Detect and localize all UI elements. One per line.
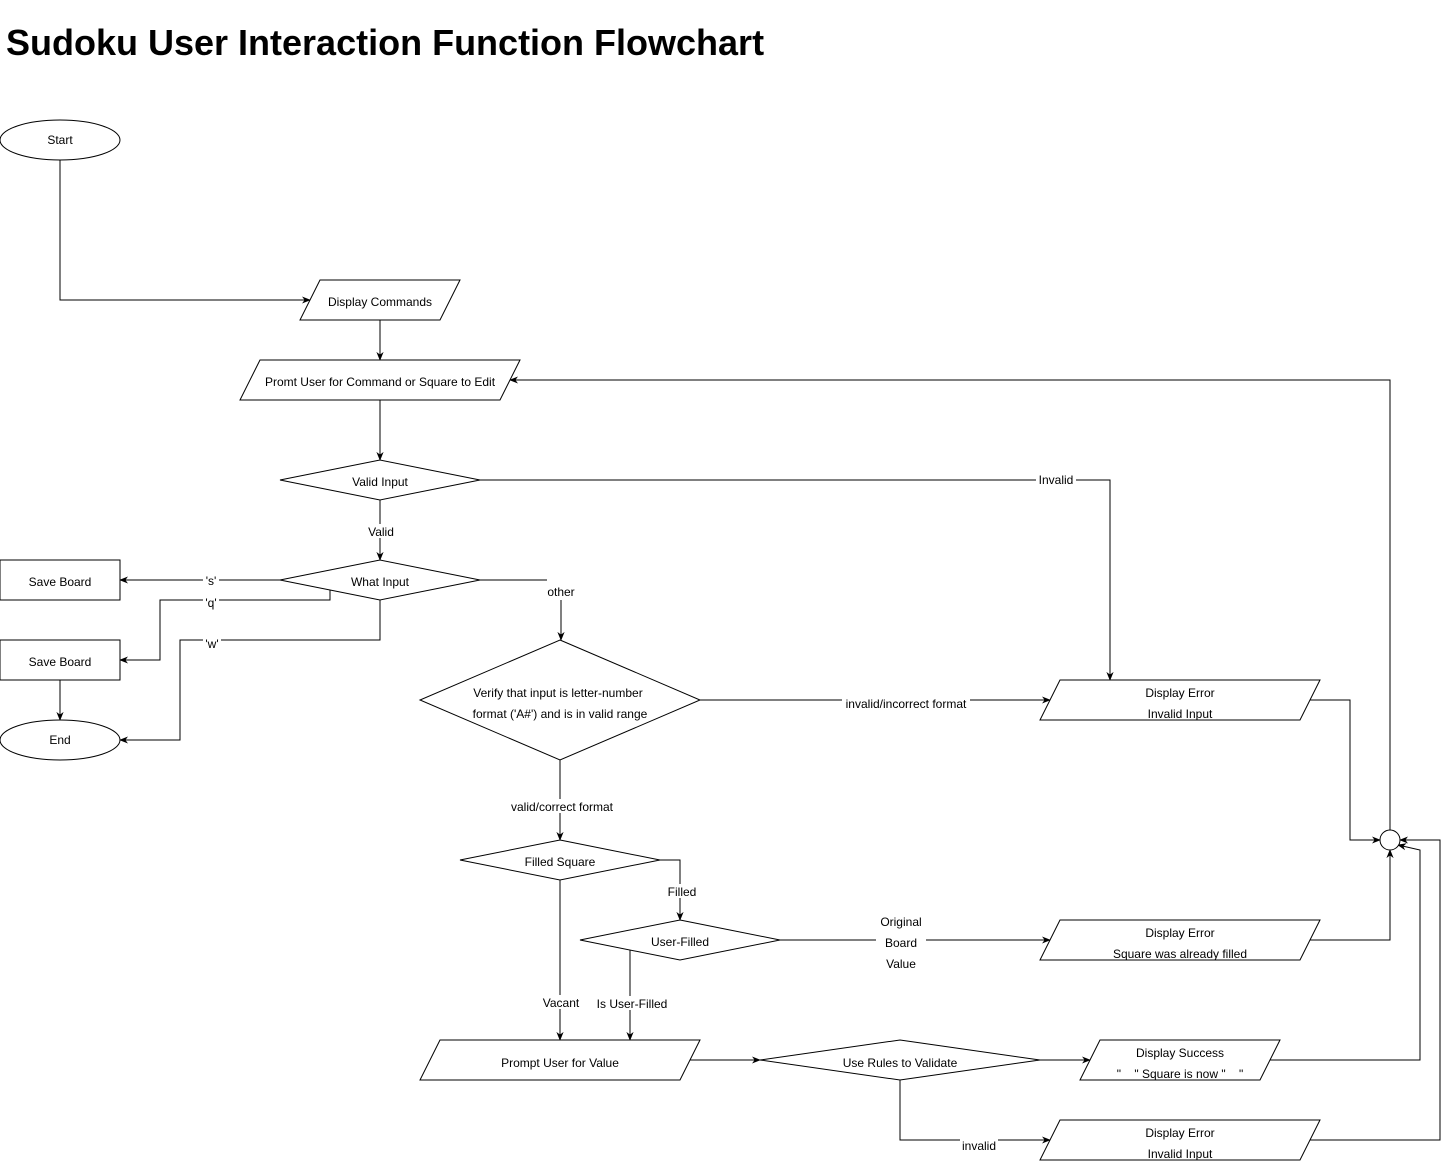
node-display-success[interactable]: Display Success "__" Square is now "__" (1079, 1039, 1281, 1081)
edge-label-other: other (547, 585, 574, 599)
node-end-label: End (49, 733, 70, 747)
node-prompt-value-label: Prompt User for Value (501, 1056, 619, 1070)
edge-error-invalid-2-to-junction (1310, 836, 1441, 1141)
node-use-rules-label: Use Rules to Validate (843, 1056, 958, 1070)
edges (56, 160, 1441, 1144)
edge-label-filled: Filled (668, 885, 697, 899)
node-error-invalid-input-1[interactable]: Display Error Invalid Input (1039, 679, 1321, 721)
node-start-label: Start (47, 133, 73, 147)
node-what-input[interactable]: What Input (279, 559, 481, 601)
edge-label-invalid-rules: invalid (962, 1139, 996, 1153)
node-user-filled[interactable]: User-Filled (579, 919, 781, 961)
node-end[interactable]: End (0, 719, 121, 761)
edge-label-original-3: Value (886, 957, 916, 971)
node-prompt-command-label: Promt User for Command or Square to Edit (265, 375, 496, 389)
node-start[interactable]: Start (0, 119, 121, 161)
node-use-rules[interactable]: Use Rules to Validate (759, 1039, 1041, 1081)
node-display-commands[interactable]: Display Commands (299, 279, 461, 321)
node-error-filled-label-1: Display Error (1145, 926, 1214, 940)
node-verify-label-2: format ('A#') and is in valid range (473, 707, 648, 721)
edge-junction-to-prompt (509, 376, 1391, 830)
edge-labels: Invalid Valid 's' 'q' 'w' other invalid/… (203, 473, 1076, 1153)
node-save-board-1-label: Save Board (29, 575, 92, 589)
node-save-board-2[interactable]: Save Board (0, 639, 121, 681)
node-prompt-command[interactable]: Promt User for Command or Square to Edit (239, 359, 521, 401)
node-junction[interactable] (1379, 829, 1401, 851)
node-save-board-1[interactable]: Save Board (0, 559, 121, 601)
edge-label-original-1: Original (880, 915, 921, 929)
edge-label-w: 'w' (205, 637, 218, 651)
page-title: Sudoku User Interaction Function Flowcha… (6, 22, 765, 63)
node-filled-square[interactable]: Filled Square (459, 839, 661, 881)
nodes: Start Display Commands Promt User for Co… (0, 119, 1401, 1161)
node-display-commands-label: Display Commands (328, 295, 432, 309)
edge-label-vacant: Vacant (543, 996, 580, 1010)
node-verify-format[interactable]: Verify that input is letter-number forma… (418, 639, 702, 761)
edge-error-filled-to-junction (1310, 849, 1394, 941)
node-error-already-filled[interactable]: Display Error Square was already filled (1039, 919, 1321, 961)
node-error-invalid-input-2[interactable]: Display Error Invalid Input (1039, 1119, 1321, 1161)
edge-what-input-q (119, 590, 331, 664)
edge-label-q: 'q' (205, 596, 216, 610)
edge-label-valid: Valid (368, 525, 394, 539)
node-prompt-value[interactable]: Prompt User for Value (419, 1039, 701, 1081)
edge-label-original-2: Board (885, 936, 917, 950)
node-valid-input[interactable]: Valid Input (279, 459, 481, 501)
edge-label-is-user-filled: Is User-Filled (597, 997, 668, 1011)
node-save-board-2-label: Save Board (29, 655, 92, 669)
node-what-input-label: What Input (351, 575, 410, 589)
edge-label-valid-format: valid/correct format (511, 800, 614, 814)
node-user-filled-label: User-Filled (651, 935, 709, 949)
node-error-invalid-2-label-1: Display Error (1145, 1126, 1214, 1140)
node-error-invalid-1-label-1: Display Error (1145, 686, 1214, 700)
node-error-filled-label-2: Square was already filled (1113, 947, 1247, 961)
edge-success-to-junction (1270, 843, 1421, 1061)
edge-label-s: 's' (206, 574, 217, 588)
node-error-invalid-2-label-2: Invalid Input (1148, 1147, 1213, 1161)
node-success-label-2: "__" Square is now "__" (1117, 1067, 1243, 1081)
node-filled-square-label: Filled Square (525, 855, 596, 869)
edge-valid-input-invalid (480, 479, 1114, 681)
edge-rules-invalid (899, 1080, 1051, 1144)
edge-start-to-display-commands (59, 160, 311, 304)
edge-filled-square-filled (660, 859, 684, 921)
edge-error-invalid-to-junction (1310, 699, 1381, 844)
edge-what-input-w (119, 600, 381, 744)
node-valid-input-label: Valid Input (352, 475, 408, 489)
edge-label-invalid: Invalid (1039, 473, 1074, 487)
edge-label-invalid-format: invalid/incorrect format (846, 697, 967, 711)
node-success-label-1: Display Success (1136, 1046, 1224, 1060)
node-verify-label-1: Verify that input is letter-number (473, 686, 642, 700)
node-error-invalid-1-label-2: Invalid Input (1148, 707, 1213, 721)
edge-what-input-other (480, 579, 561, 640)
